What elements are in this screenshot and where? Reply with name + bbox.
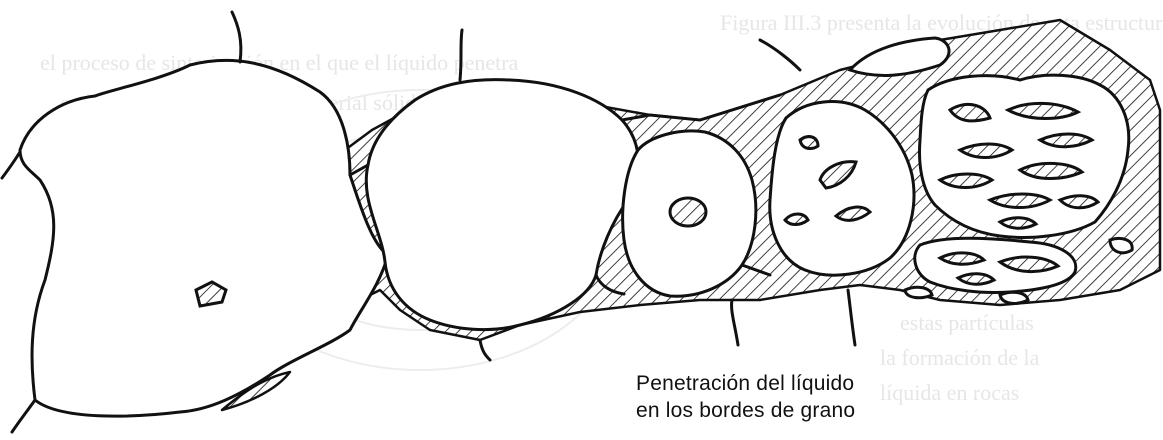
grain-5-fragmented [920,75,1129,237]
svg-text:la formación de la: la formación de la [880,345,1040,370]
inclusion-grain-5-h [1060,196,1098,208]
inclusion-grain-6-a [940,253,984,264]
svg-text:Figura III.3 presenta la evolu: Figura III.3 presenta la evolución de es… [720,10,1163,35]
inclusion-grain-6-c [958,274,994,285]
caption-line-2: en los bordes de grano [636,397,855,424]
inclusion-grain-5-g [990,194,1050,208]
caption-line-1: Penetración del líquido [636,370,855,397]
svg-text:estas partículas: estas partículas [900,310,1034,335]
inclusion-grain-5-c [1040,134,1092,147]
caption-label: Penetración del líquido en los bordes de… [636,370,855,424]
inclusion-grain-4-b [800,137,818,149]
svg-text:líquida en rocas: líquida en rocas [880,380,1019,405]
inclusion-grain-5-d [960,144,1012,158]
inclusion-grain-3 [670,198,706,226]
grain-1 [20,60,388,416]
inclusion-grain-5-e [1020,163,1082,178]
inclusion-grain-4-c [785,214,808,225]
inclusion-grain-5-i [1000,218,1036,229]
inclusion-grain-5-f [940,174,992,188]
